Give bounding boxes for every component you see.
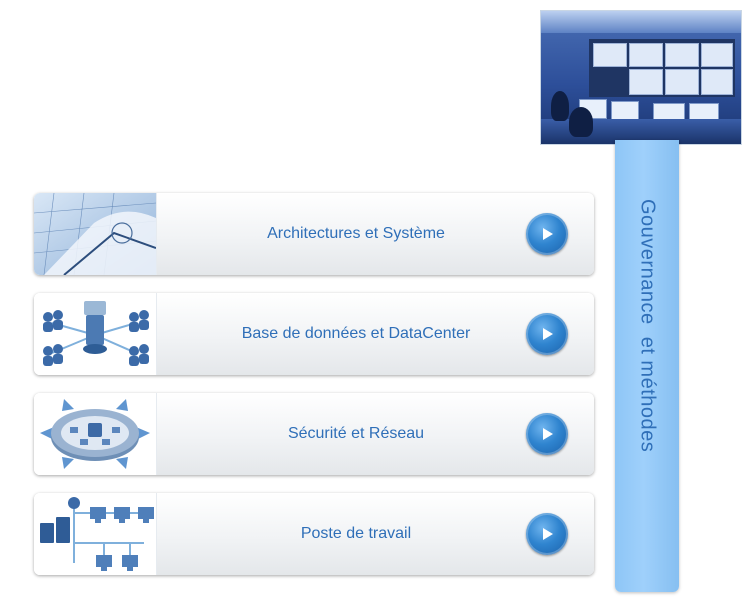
play-button[interactable] xyxy=(526,413,568,455)
network-servers-thumbnail xyxy=(34,293,157,375)
play-icon xyxy=(543,328,553,340)
card-security[interactable]: Sécurité et Réseau xyxy=(34,393,594,475)
play-button[interactable] xyxy=(526,513,568,555)
card-architectures[interactable]: Architectures et Système xyxy=(34,193,594,275)
firewall-ring-thumbnail xyxy=(34,393,157,475)
card-workstation[interactable]: Poste de travail xyxy=(34,493,594,575)
play-icon xyxy=(543,528,553,540)
workstations-thumbnail xyxy=(34,493,157,575)
governance-label: Gouvernance et méthodes xyxy=(636,199,659,453)
control-room-photo xyxy=(540,10,742,145)
play-button[interactable] xyxy=(526,213,568,255)
card-title: Base de données et DataCenter xyxy=(241,325,471,342)
blueprint-thumbnail xyxy=(34,193,157,275)
governance-bar[interactable]: Gouvernance et méthodes xyxy=(615,140,679,592)
play-button[interactable] xyxy=(526,313,568,355)
play-icon xyxy=(543,428,553,440)
card-database[interactable]: Base de données et DataCenter xyxy=(34,293,594,375)
card-title: Sécurité et Réseau xyxy=(287,425,425,442)
play-icon xyxy=(543,228,553,240)
card-title: Architectures et Système xyxy=(267,225,445,242)
card-title: Poste de travail xyxy=(300,525,412,542)
